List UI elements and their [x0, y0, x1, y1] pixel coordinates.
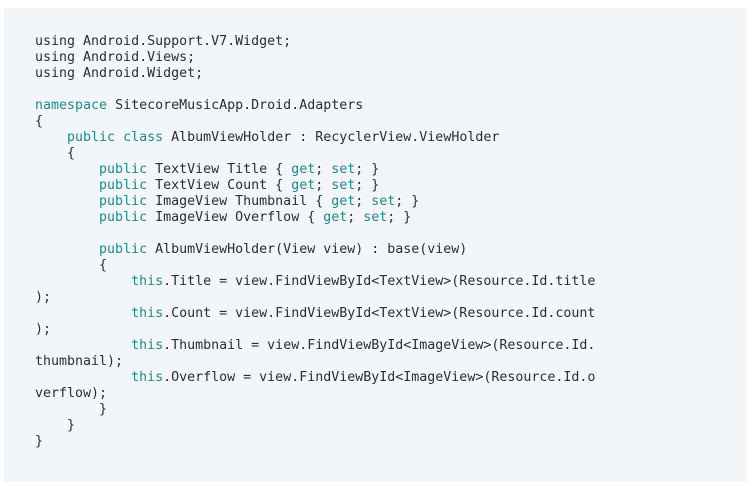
code-keyword: namespace	[35, 98, 108, 113]
code-text: ImageView Thumbnail {	[147, 194, 332, 209]
code-text	[35, 194, 99, 209]
code-text	[35, 210, 99, 225]
code-text: TextView Count {	[147, 178, 292, 193]
code-line: public ImageView Overflow { get; set; }	[35, 210, 595, 226]
code-text: {	[35, 146, 76, 161]
code-line: {	[35, 114, 595, 130]
code-text: .Overflow = view.FindViewById<ImageView>…	[163, 370, 596, 385]
code-line: public TextView Title { get; set; }	[35, 162, 595, 178]
code-text	[35, 306, 131, 321]
code-text	[35, 338, 131, 353]
code-text: TextView Title {	[147, 162, 292, 177]
code-keyword: public	[67, 130, 116, 145]
code-line: using Android.Views;	[35, 50, 595, 66]
code-line: namespace SitecoreMusicApp.Droid.Adapter…	[35, 98, 595, 114]
code-keyword: set	[331, 162, 356, 177]
code-keyword: get	[291, 162, 316, 177]
code-keyword: public	[99, 210, 148, 225]
code-line: this.Count = view.FindViewById<TextView>…	[35, 306, 595, 322]
code-text: ; }	[395, 194, 420, 209]
code-text: ImageView Overflow {	[147, 210, 324, 225]
code-keyword: set	[371, 194, 396, 209]
code-line	[35, 82, 595, 98]
code-keyword: set	[363, 210, 388, 225]
code-text: ;	[347, 210, 364, 225]
code-keyword: class	[123, 130, 164, 145]
code-text: AlbumViewHolder : RecyclerView.ViewHolde…	[163, 130, 500, 145]
code-text: ;	[315, 178, 332, 193]
code-keyword: public	[99, 178, 148, 193]
code-text: ; }	[387, 210, 412, 225]
code-keyword: public	[99, 242, 148, 257]
code-line: );	[35, 322, 595, 338]
code-keyword: set	[331, 178, 356, 193]
code-line: public AlbumViewHolder(View view) : base…	[35, 242, 595, 258]
code-line: }	[35, 418, 595, 434]
code-text	[35, 162, 99, 177]
code-keyword: public	[99, 194, 148, 209]
code-keyword: get	[291, 178, 316, 193]
code-keyword: this	[131, 306, 164, 321]
code-line: public ImageView Thumbnail { get; set; }	[35, 194, 595, 210]
code-keyword: this	[131, 274, 164, 289]
code-text	[35, 274, 131, 289]
code-text: );	[35, 322, 52, 337]
code-line	[35, 226, 595, 242]
code-block: using Android.Support.V7.Widget;using An…	[4, 8, 746, 482]
code-text: }	[35, 402, 108, 417]
code-text: using Android.Views;	[35, 50, 196, 65]
code-line: }	[35, 434, 595, 450]
code-text: verflow);	[35, 386, 108, 401]
code-line: public TextView Count { get; set; }	[35, 178, 595, 194]
code-text: using Android.Widget;	[35, 66, 204, 81]
code-text: {	[35, 114, 44, 129]
code-line: verflow);	[35, 386, 595, 402]
code-keyword: this	[131, 370, 164, 385]
code-line: this.Title = view.FindViewById<TextView>…	[35, 274, 595, 290]
code-line: {	[35, 258, 595, 274]
code-keyword: get	[331, 194, 356, 209]
code-keyword: get	[323, 210, 348, 225]
code-text: .Thumbnail = view.FindViewById<ImageView…	[163, 338, 596, 353]
code-text: .Count = view.FindViewById<TextView>(Res…	[163, 306, 596, 321]
code-text: SitecoreMusicApp.Droid.Adapters	[107, 98, 364, 113]
code-keyword: this	[131, 338, 164, 353]
code-line: }	[35, 402, 595, 418]
code-line: );	[35, 290, 595, 306]
code-text	[35, 370, 131, 385]
code-lines: using Android.Support.V7.Widget;using An…	[35, 34, 595, 450]
code-line: this.Overflow = view.FindViewById<ImageV…	[35, 370, 595, 386]
code-text	[35, 242, 99, 257]
code-line: using Android.Support.V7.Widget;	[35, 34, 595, 50]
code-text: }	[35, 418, 76, 433]
code-text: using Android.Support.V7.Widget;	[35, 34, 292, 49]
code-text	[35, 178, 99, 193]
code-line: thumbnail);	[35, 354, 595, 370]
code-text: AlbumViewHolder(View view) : base(view)	[147, 242, 468, 257]
code-line: {	[35, 146, 595, 162]
code-line: using Android.Widget;	[35, 66, 595, 82]
code-text: ;	[315, 162, 332, 177]
code-keyword: public	[99, 162, 148, 177]
code-text	[35, 130, 67, 145]
code-text: ; }	[355, 178, 380, 193]
code-text: ; }	[355, 162, 380, 177]
code-text: thumbnail);	[35, 354, 124, 369]
code-line: public class AlbumViewHolder : RecyclerV…	[35, 130, 595, 146]
code-text	[115, 130, 123, 145]
code-text: ;	[355, 194, 372, 209]
code-line: this.Thumbnail = view.FindViewById<Image…	[35, 338, 595, 354]
code-text: .Title = view.FindViewById<TextView>(Res…	[163, 274, 596, 289]
code-text: {	[35, 258, 108, 273]
code-text: );	[35, 290, 52, 305]
code-text: }	[35, 434, 44, 449]
